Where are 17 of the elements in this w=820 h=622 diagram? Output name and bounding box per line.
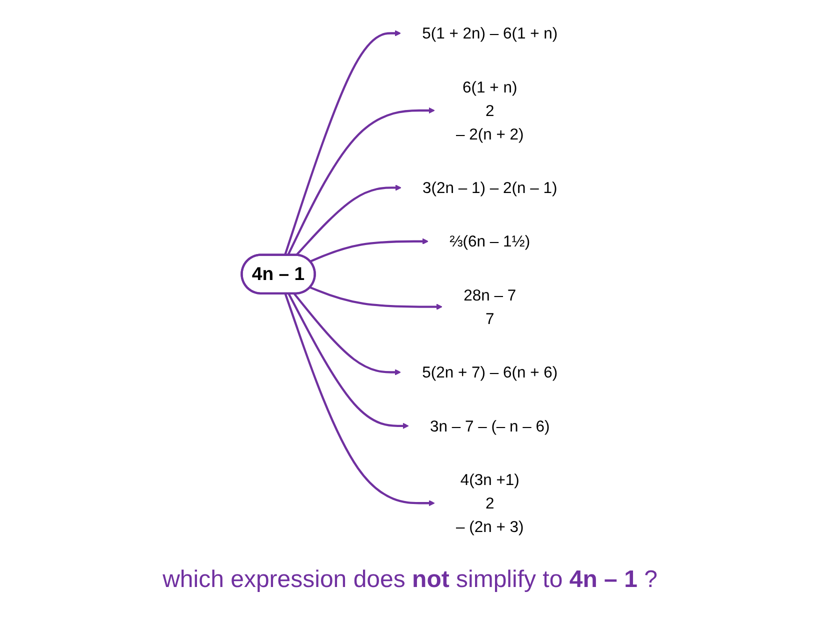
caption: which expression does not simplify to 4n – 1 ?: [162, 566, 658, 593]
arrow: [293, 293, 400, 376]
node-text: 6(1 + n) 2 – 2(n + 2): [456, 78, 524, 144]
node-text: 3(2n – 1) – 2(n – 1): [422, 178, 557, 197]
node-text: 4(3n +1) 2 – (2n + 3): [456, 470, 524, 536]
arrow: [287, 293, 408, 430]
node-text: 5(1 + 2n) – 6(1 + n): [422, 24, 558, 42]
arrow: [295, 184, 401, 256]
arrow: [284, 30, 400, 256]
node-text: 3n – 7 – (– n – 6): [430, 416, 550, 435]
arrow: [309, 286, 442, 310]
node-text: 5(2n + 7) – 6(n + 6): [422, 363, 558, 382]
arrow: [284, 293, 434, 506]
arrow: [309, 238, 428, 262]
arrow: [286, 107, 434, 256]
node-text: ⅔(6n – 1½): [449, 232, 530, 250]
node-text: 28n – 7 7: [463, 286, 516, 328]
